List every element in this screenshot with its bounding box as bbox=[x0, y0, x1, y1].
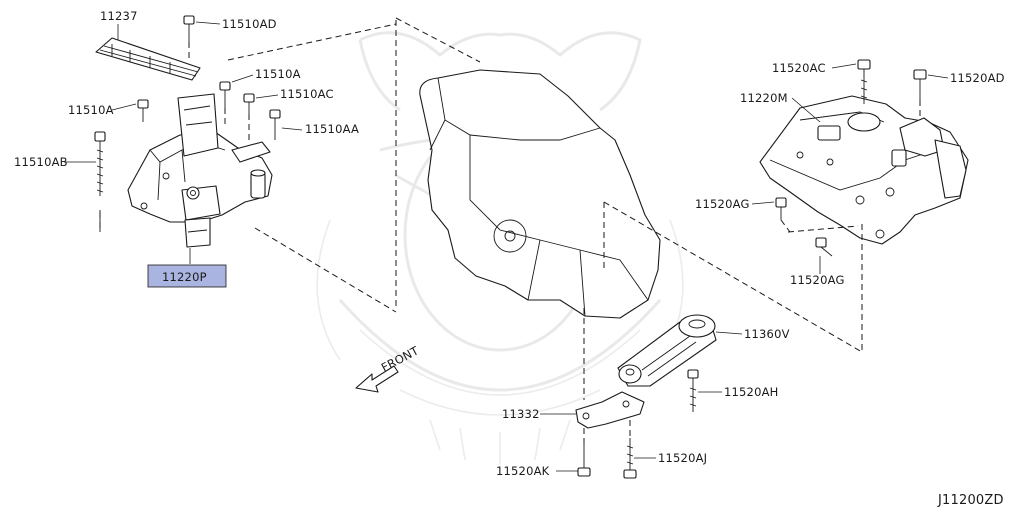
callout-11510AD: 11510AD bbox=[222, 17, 277, 31]
alignment-line-left-d bbox=[395, 17, 481, 63]
callout-11520AC: 11520AC bbox=[772, 61, 826, 75]
engine-mount-left bbox=[99, 93, 273, 248]
callouts-bottom: 11360V 11520AH 11332 11520AK 11520AJ bbox=[496, 327, 790, 478]
callout-11520AK: 11520AK bbox=[496, 464, 550, 478]
bolts-bottom-group bbox=[577, 369, 699, 479]
callout-11520AD: 11520AD bbox=[950, 71, 1005, 85]
bracket-11332 bbox=[575, 391, 645, 429]
callout-11520AH: 11520AH bbox=[724, 385, 779, 399]
engine-block bbox=[419, 69, 661, 319]
callout-11520AG-a: 11520AG bbox=[695, 197, 750, 211]
alignment-line-left-b bbox=[254, 227, 397, 313]
callouts-right: 11520AC 11520AD 11220M 11520AG 11520AG bbox=[695, 61, 1005, 287]
callout-11510AA: 11510AA bbox=[305, 122, 359, 136]
callout-11220P: 11220P bbox=[162, 270, 207, 284]
diagram-reference-id: J11200ZD bbox=[937, 493, 1004, 508]
callout-11360V: 11360V bbox=[744, 327, 790, 341]
callout-11510AC: 11510AC bbox=[280, 87, 334, 101]
callout-11220P-highlight bbox=[147, 264, 227, 288]
alignment-line-left-a bbox=[227, 23, 397, 61]
alignment-line-right-d bbox=[787, 225, 859, 233]
callouts-left: 11237 11510AD 11510A 11510AC 11510A 1151… bbox=[14, 9, 359, 288]
callout-11510AB: 11510AB bbox=[14, 155, 68, 169]
callout-11510A-top: 11510A bbox=[255, 67, 301, 81]
callout-11237: 11237 bbox=[100, 9, 138, 23]
callout-11520AJ: 11520AJ bbox=[658, 451, 707, 465]
front-arrow bbox=[355, 365, 399, 393]
callout-11520AG-b: 11520AG bbox=[790, 273, 845, 287]
callout-11220M: 11220M bbox=[740, 91, 788, 105]
bolts-left-group bbox=[94, 15, 281, 196]
bracket-11237 bbox=[95, 37, 201, 81]
engine-mount-right bbox=[759, 95, 969, 245]
front-label: FRONT bbox=[379, 343, 422, 375]
callout-11332: 11332 bbox=[502, 407, 540, 421]
torque-rod bbox=[617, 314, 717, 387]
bolts-right-group bbox=[775, 59, 927, 257]
callout-11510A-left: 11510A bbox=[68, 103, 114, 117]
